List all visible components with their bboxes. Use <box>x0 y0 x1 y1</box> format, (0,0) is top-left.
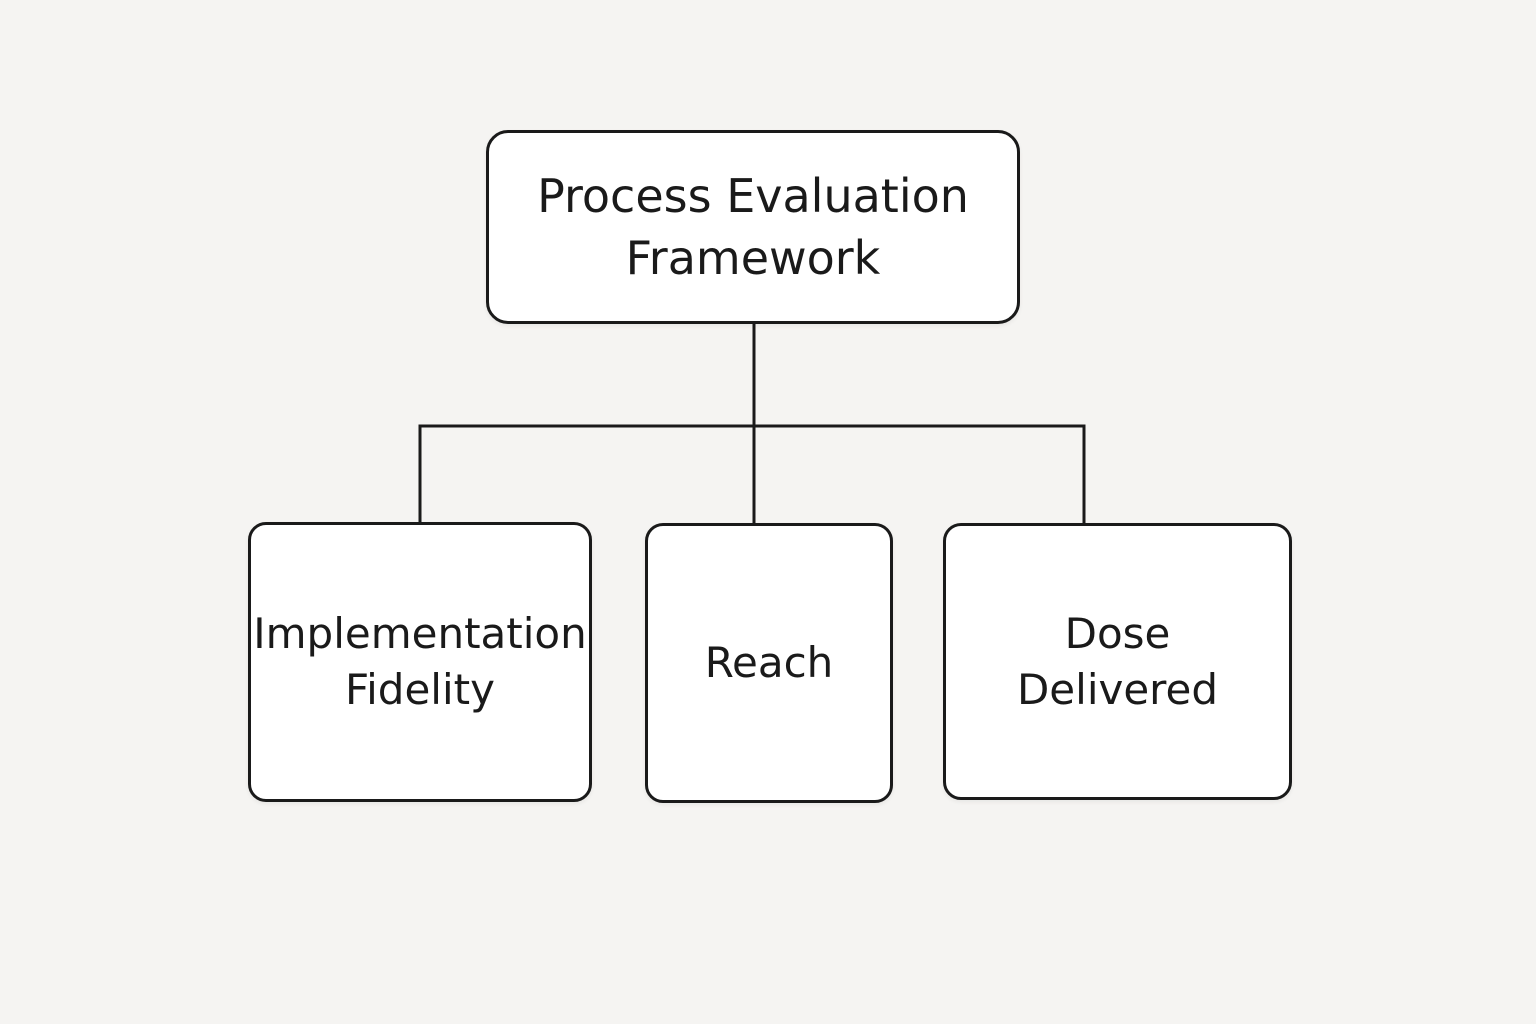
node-implementation-fidelity-label: Implementation Fidelity <box>253 609 587 714</box>
node-process-evaluation-framework: Process Evaluation Framework <box>486 130 1020 324</box>
node-reach: Reach <box>645 523 893 803</box>
node-dose-delivered: Dose Delivered <box>943 523 1292 800</box>
node-implementation-fidelity: Implementation Fidelity <box>248 522 592 802</box>
node-process-evaluation-framework-label: Process Evaluation Framework <box>537 168 969 285</box>
node-reach-label: Reach <box>704 638 834 688</box>
node-dose-delivered-label: Dose Delivered <box>1016 608 1219 714</box>
